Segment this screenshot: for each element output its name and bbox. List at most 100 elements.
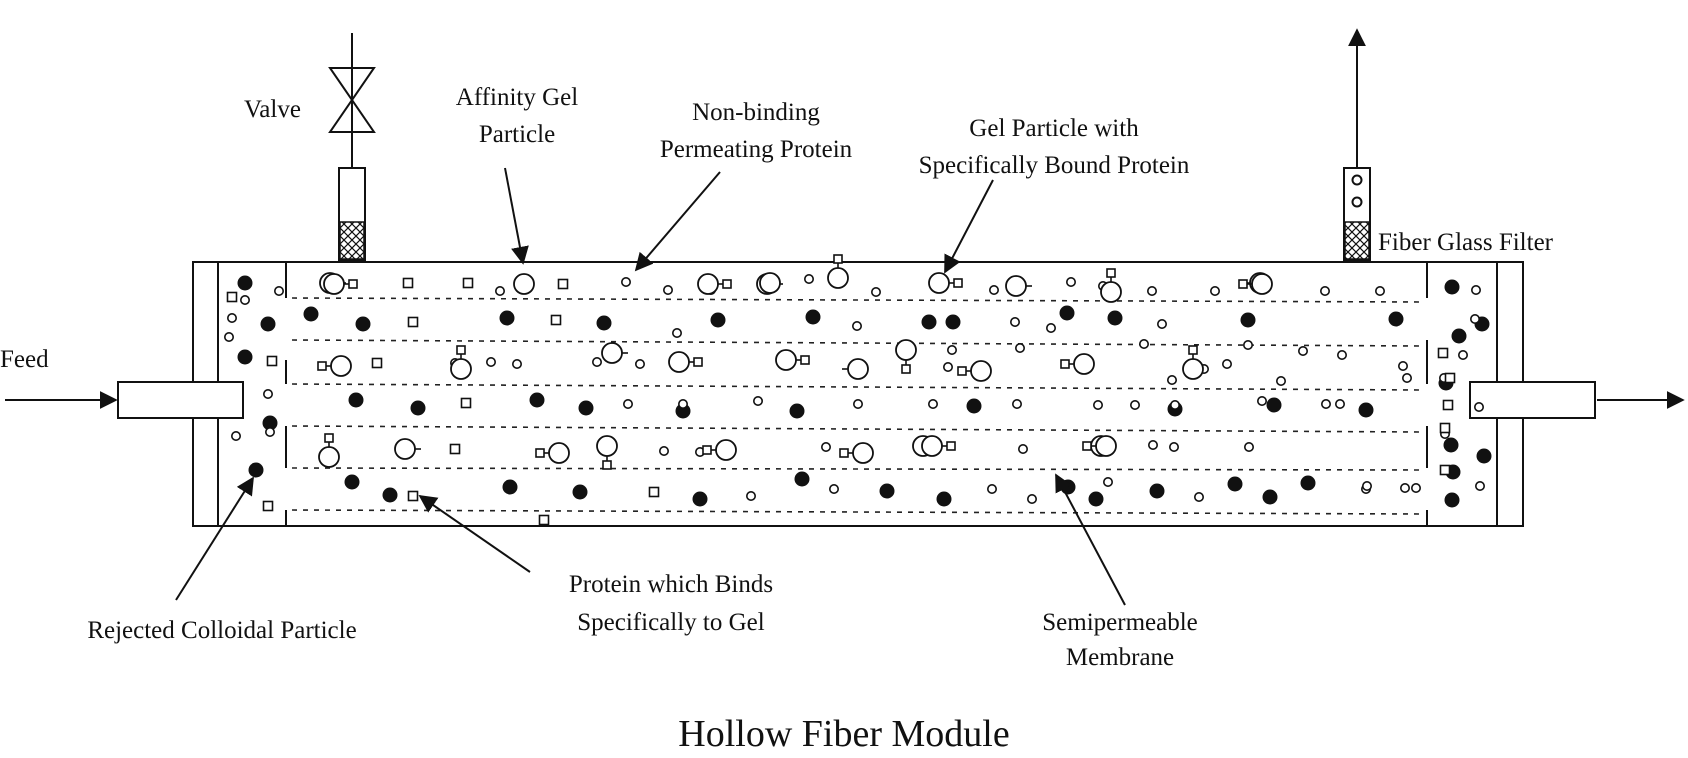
gel-bound-label-line1: Gel Particle with (969, 115, 1139, 142)
colloidal-particle (499, 310, 515, 326)
valve-label: Valve (244, 96, 301, 123)
affinity-gel-particle (601, 342, 628, 364)
non-binding-protein (1157, 318, 1168, 329)
colloidal-particle (502, 479, 518, 495)
binding-protein (648, 486, 660, 498)
gel-bound-leader (944, 179, 994, 274)
non-binding-protein (1470, 313, 1481, 324)
binding-protein (1439, 464, 1451, 476)
colloidal-particle (692, 491, 708, 507)
colloidal-particle (789, 403, 805, 419)
fiber-wall-2 (291, 383, 1421, 391)
non-binding-protein (658, 445, 669, 456)
binding-protein (371, 357, 383, 369)
binding-protein (462, 277, 474, 289)
gel-with-bound-protein (450, 345, 472, 380)
non-binding-protein (1321, 398, 1332, 409)
colloidal-particle (260, 316, 276, 332)
membrane-label-line1: Semipermeable (1042, 609, 1198, 636)
affinity-gel-label-line1: Affinity Gel (456, 84, 578, 111)
gel-with-bound-protein (668, 351, 703, 373)
non-binding-protein (494, 285, 505, 296)
gel-with-bound-protein (928, 272, 963, 294)
colloidal-particle (303, 306, 319, 322)
binding-protein (550, 314, 562, 326)
gel-with-bound-protein (323, 273, 358, 295)
non-binding-protein (231, 430, 242, 441)
gel-with-bound-protein (1060, 353, 1095, 375)
protein-binds-leader (418, 494, 531, 573)
non-binding-protein (1402, 372, 1413, 383)
non-binding-protein (986, 483, 997, 494)
non-binding-protein (1093, 399, 1104, 410)
binding-protein (1439, 422, 1451, 434)
non-binding-leader (634, 171, 721, 272)
colloidal-particle (1476, 448, 1492, 464)
non-binding-protein (671, 327, 682, 338)
gel-with-bound-protein (895, 339, 917, 374)
non-binding-protein (752, 395, 763, 406)
non-binding-protein (1011, 398, 1022, 409)
colloidal-particle (805, 309, 821, 325)
gel-with-bound-protein (775, 349, 810, 371)
colloidal-particle (382, 487, 398, 503)
non-binding-protein (1375, 285, 1386, 296)
colloidal-particle (1444, 279, 1460, 295)
gel-with-bound-protein (596, 435, 618, 470)
colloidal-particle (1358, 402, 1374, 418)
protein-binds-label-line2: Specifically to Gel (577, 609, 764, 636)
colloidal-particle (945, 314, 961, 330)
non-binding-protein (1103, 476, 1114, 487)
non-binding-protein (1458, 349, 1469, 360)
gel-with-bound-protein (1182, 345, 1204, 380)
binding-protein (407, 316, 419, 328)
affinity-gel-label-line2: Particle (479, 121, 555, 148)
non-binding-protein (264, 426, 275, 437)
colloidal-particle (529, 392, 545, 408)
colloidal-particle (237, 275, 253, 291)
binding-protein (538, 514, 550, 526)
gel-with-bound-protein (1082, 435, 1117, 457)
non-binding-protein (620, 276, 631, 287)
gel-with-bound-protein (839, 442, 874, 464)
non-binding-protein (240, 294, 251, 305)
binding-protein (407, 490, 419, 502)
colloidal-particle (1059, 305, 1075, 321)
colloidal-particle (1088, 491, 1104, 507)
colloidal-particle (794, 471, 810, 487)
colloidal-particle (262, 415, 278, 431)
non-binding-protein (1400, 482, 1411, 493)
non-binding-protein (224, 331, 235, 342)
protein-binds-label-line1: Protein which Binds (569, 571, 773, 598)
non-binding-protein (1027, 493, 1038, 504)
binding-protein (262, 500, 274, 512)
colloidal-particle (1300, 475, 1316, 491)
colloidal-particle (344, 474, 360, 490)
non-binding-protein (1471, 284, 1482, 295)
fiber-wall-3 (291, 425, 1421, 433)
gel-with-bound-protein (317, 355, 352, 377)
non-binding-protein (1147, 285, 1158, 296)
feed-inlet-pipe (117, 381, 244, 419)
retentate-outlet-pipe (1469, 381, 1596, 419)
non-binding-protein (1210, 285, 1221, 296)
non-binding-protein (1148, 439, 1159, 450)
colloidal-particle (578, 400, 594, 416)
non-binding-protein (1017, 443, 1028, 454)
non-binding-protein (262, 388, 273, 399)
gel-with-bound-protein (921, 435, 956, 457)
non-binding-protein (1243, 339, 1254, 350)
membrane-label-line2: Membrane (1066, 644, 1174, 671)
colloidal-particle (1149, 483, 1165, 499)
valve-assembly (328, 33, 376, 261)
binding-protein (226, 291, 238, 303)
colloidal-particle (1107, 310, 1123, 326)
non-binding-protein (622, 398, 633, 409)
colloidal-particle (355, 316, 371, 332)
gel-bound-label-line2: Specifically Bound Protein (919, 152, 1190, 179)
non-binding-protein (870, 286, 881, 297)
binding-protein (1444, 372, 1456, 384)
colloidal-particle (572, 484, 588, 500)
non-binding-protein (1167, 374, 1178, 385)
non-binding-protein (942, 361, 953, 372)
